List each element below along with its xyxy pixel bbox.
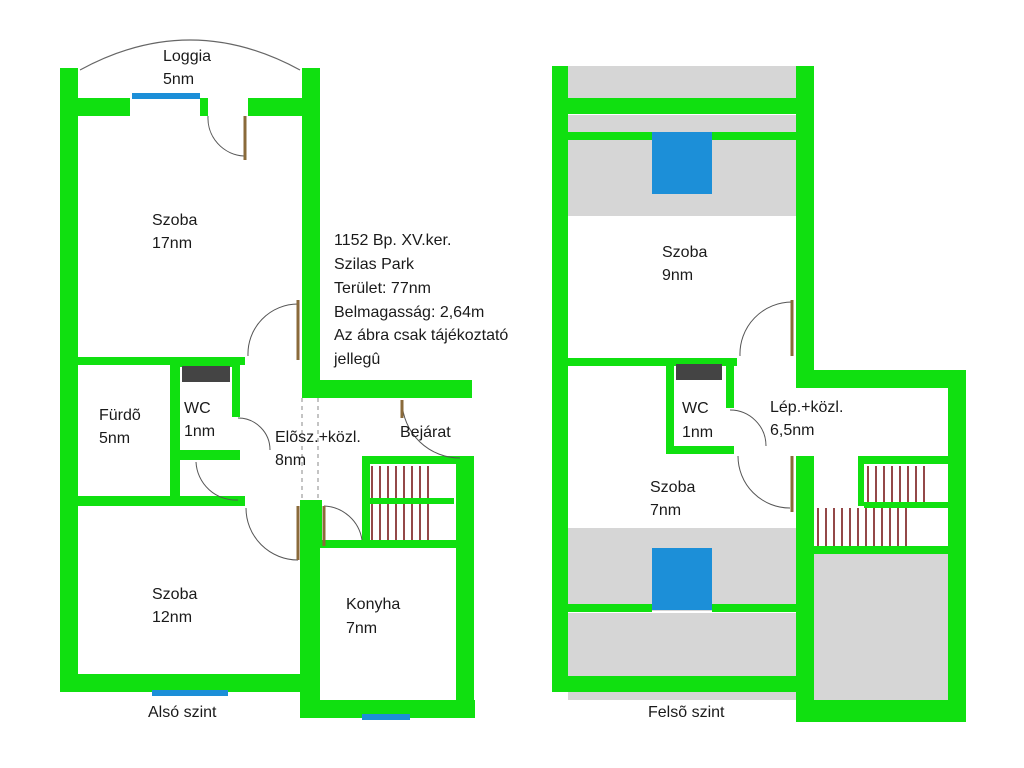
upper-room-top-door-swing	[739, 301, 793, 357]
property-info: 1152 Bp. XV.ker. Szilas Park Terület: 77…	[333, 232, 508, 368]
loggia-door-swing	[207, 115, 245, 157]
lower-wall-bottom-left	[60, 674, 318, 692]
upper-wall-stair-divider	[864, 502, 948, 508]
upper-wall-top-band-1	[552, 98, 814, 114]
wc-area: 1nm	[184, 423, 215, 440]
upper-wall-room-divider	[552, 358, 737, 366]
upper-slope-right	[814, 548, 948, 700]
loggia-name: Loggia	[163, 48, 211, 65]
lower-labels: Loggia 5nm Szoba 17nm Fürdõ 5nm WC 1nm E…	[99, 48, 451, 721]
upper-skylight-top	[652, 132, 712, 194]
upper-room-top-name: Szoba	[662, 244, 707, 261]
upper-wall-right	[948, 370, 966, 722]
upper-wc-door-swing	[729, 409, 767, 447]
wc-name: WC	[184, 400, 211, 417]
loggia-area: 5nm	[163, 71, 194, 88]
lower-wall-stair-mid	[362, 498, 454, 504]
room-bottom-area: 12nm	[152, 609, 192, 626]
lower-wall-kitchen-bottom	[300, 700, 475, 718]
room-top-door-swing	[247, 303, 299, 357]
lower-stairs	[371, 466, 429, 540]
bath-door-swing	[195, 461, 239, 501]
lower-wall-top-left	[60, 98, 130, 116]
lower-wall-right-step	[302, 380, 472, 398]
upper-wall-wc-right	[726, 358, 734, 408]
stair-hall-name: Lép.+közl.	[770, 399, 843, 416]
upper-wall-wc-left	[666, 358, 674, 454]
lower-wall-wc-bottom	[170, 450, 240, 460]
lower-wall-hall-right	[300, 500, 322, 548]
kitchen-door-swing	[323, 505, 363, 541]
upper-wall-wc-bottom	[666, 446, 734, 454]
info-line-location: Szilas Park	[334, 256, 415, 273]
lower-wall-top-mid	[200, 98, 208, 116]
upper-wall-bottom-band-1b	[712, 604, 814, 612]
upper-skylight-bottom	[652, 548, 712, 610]
info-line-address: 1152 Bp. XV.ker.	[334, 232, 451, 249]
lower-wall-bath-bottom	[60, 496, 245, 506]
info-line-area: Terület: 77nm	[334, 280, 431, 297]
lower-wall-wc-right	[232, 357, 240, 417]
room-bottom-door-swing	[245, 507, 299, 561]
upper-wall-bottom-right	[796, 700, 966, 722]
bath-name: Fürdõ	[99, 407, 141, 424]
upper-wall-top-band-2b	[712, 132, 814, 140]
kitchen-area: 7nm	[346, 620, 377, 637]
wc-cistern	[182, 366, 230, 382]
upper-wall-inner-right	[796, 456, 814, 722]
upper-room-bottom-name: Szoba	[650, 479, 695, 496]
hall-area: 8nm	[275, 452, 306, 469]
upper-stairs	[817, 466, 925, 546]
wc-door-swing	[237, 417, 271, 451]
upper-wall-stair-top	[858, 456, 966, 464]
room-top-area: 17nm	[152, 235, 192, 252]
lower-wall-wc-top	[170, 357, 240, 367]
lower-wall-left	[60, 68, 78, 690]
lower-wall-room-divider	[60, 357, 245, 365]
upper-room-bottom-door-swing	[737, 455, 791, 509]
lower-wall-kitchen-right	[456, 458, 474, 718]
upper-level-caption: Felsõ szint	[648, 704, 725, 721]
lower-wall-bath-right	[170, 357, 180, 502]
upper-room-bottom-area: 7nm	[650, 502, 681, 519]
upper-wall-bottom-left	[552, 676, 814, 692]
kitchen-window	[362, 714, 410, 720]
hall-name: Elõsz.+közl.	[275, 429, 361, 446]
lower-wall-stair-top	[362, 456, 474, 464]
lower-level-plan	[60, 39, 475, 720]
upper-wall-top-band-2a	[552, 132, 652, 140]
room-top-name: Szoba	[152, 212, 197, 229]
lower-wall-stair-box	[320, 540, 460, 548]
upper-wall-step	[796, 370, 966, 388]
upper-wall-stair-mid	[858, 456, 864, 506]
bath-area: 5nm	[99, 430, 130, 447]
stair-hall-area: 6,5nm	[770, 422, 814, 439]
upper-wc-cistern	[676, 364, 722, 380]
upper-wc-name: WC	[682, 400, 709, 417]
upper-wall-bottom-band-1a	[552, 604, 652, 612]
info-line-ceiling-height: Belmagasság: 2,64m	[334, 304, 484, 321]
info-line-disclaimer-2: jellegû	[333, 351, 380, 368]
loggia-window	[132, 93, 200, 99]
lower-wall-kitchen-left	[300, 540, 320, 718]
loggia-outline	[79, 39, 301, 71]
upper-room-top-area: 9nm	[662, 267, 693, 284]
upper-wall-stair-bottom	[814, 546, 948, 554]
entrance-name: Bejárat	[400, 424, 451, 441]
lower-wall-right-upper	[302, 68, 320, 398]
room-bottom-window	[152, 690, 228, 696]
upper-wc-area: 1nm	[682, 424, 713, 441]
upper-level-plan	[552, 66, 966, 722]
lower-level-caption: Alsó szint	[148, 704, 217, 721]
upper-wall-left	[552, 66, 568, 692]
info-line-disclaimer-1: Az ábra csak tájékoztató	[334, 327, 508, 344]
kitchen-name: Konyha	[346, 596, 400, 613]
room-bottom-name: Szoba	[152, 586, 197, 603]
upper-wall-right-upper	[796, 66, 814, 370]
upper-labels: Szoba 9nm WC 1nm Lép.+közl. 6,5nm Szoba …	[648, 244, 843, 721]
